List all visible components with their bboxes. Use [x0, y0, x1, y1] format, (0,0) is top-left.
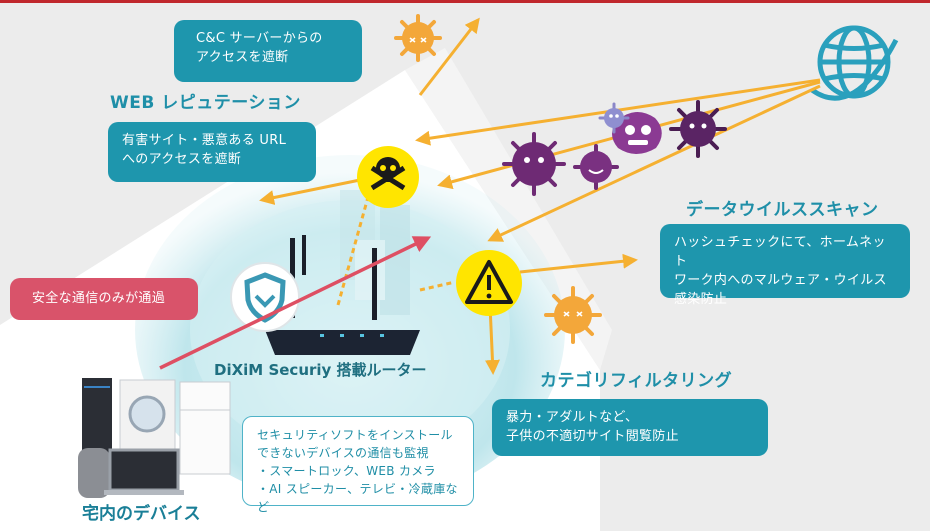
- shield-icon: [230, 262, 300, 332]
- heading-web-reputation: WEB レピュテーション: [110, 93, 301, 113]
- bubble-hash-check: ハッシュチェックにて、ホームネット ワーク内へのマルウェア・ウイルス 感染防止: [660, 224, 910, 307]
- home-appliances: [78, 378, 231, 498]
- virus-icon: [669, 100, 727, 158]
- globe-icon: [810, 25, 899, 101]
- bubble-harmful-sites: 有害サイト・悪意ある URL へのアクセスを遮断: [108, 122, 316, 182]
- bubble-cc-server: C&C サーバーからの アクセスを遮断: [174, 20, 362, 82]
- bubble-category-block: 暴力・アダルトなど、 子供の不適切サイト閲覧防止: [492, 399, 768, 456]
- virus-icon: [573, 144, 619, 190]
- virus-icon: [598, 102, 630, 134]
- warning-icon: [456, 250, 522, 316]
- virus-icon: [394, 14, 442, 62]
- top-border: [0, 0, 930, 3]
- safe-traffic-arrow: [159, 236, 432, 370]
- virus-icon: [544, 286, 602, 344]
- heading-data-virus-scan: データウイルススキャン: [686, 200, 879, 220]
- virus-icon: [502, 132, 566, 196]
- heading-category-filtering: カテゴリフィルタリング: [540, 371, 733, 391]
- skull-crossbones-icon: [357, 146, 419, 208]
- bubble-safe-only: 安全な通信のみが通過: [10, 278, 198, 320]
- router-label: DiXiM Securiy 搭載ルーター: [214, 361, 427, 379]
- bubble-iot-monitor: セキュリティソフトをインストール できないデバイスの通信も監視 ・スマートロック…: [242, 416, 474, 514]
- devices-label: 宅内のデバイス: [82, 504, 201, 524]
- virus-icon: [612, 111, 662, 154]
